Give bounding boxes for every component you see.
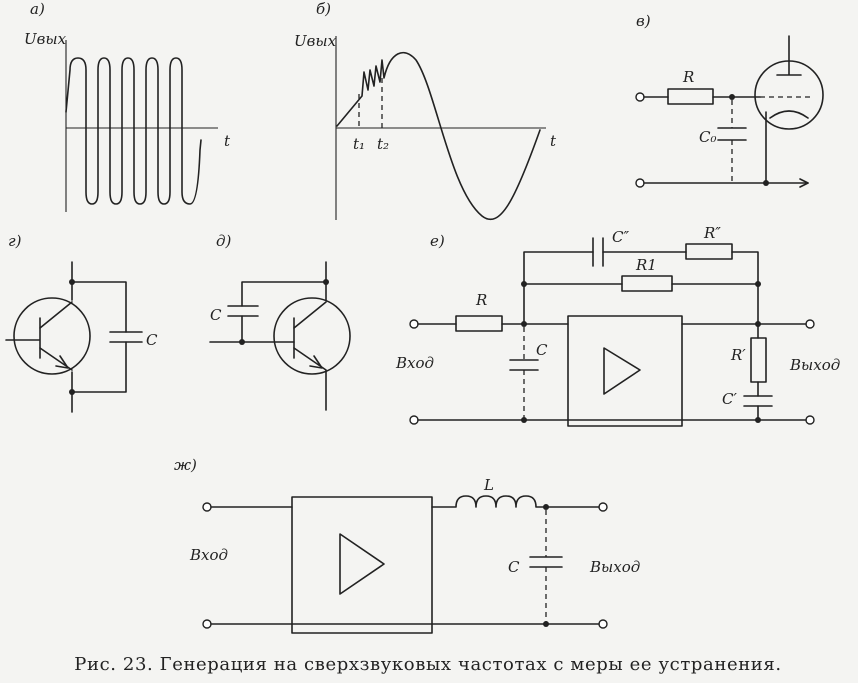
panel-a-x-axis-label: t [224, 132, 231, 150]
panel-e-r-out [750, 337, 767, 383]
panel-zh-output-ground-terminal [598, 619, 608, 629]
panel-b-t2-label: t₂ [377, 135, 389, 153]
panel-zh-ground-terminal [202, 619, 212, 629]
panel-b-t1-label: t₁ [353, 135, 365, 153]
panel-d-capacitor [227, 305, 259, 317]
panel-zh-input-terminal [202, 502, 212, 512]
panel-g-capacitor [109, 331, 143, 343]
panel-e-input-terminal [409, 319, 419, 329]
panel-d-transistor-leads [293, 301, 327, 411]
panel-g-transistor [13, 297, 91, 375]
panel-e-r-fb-label: R″ [703, 224, 721, 242]
panel-v-resistor [667, 88, 714, 105]
panel-e-amplifier-block [567, 315, 683, 427]
panel-zh-input-label: Вход [189, 546, 228, 564]
panel-v-capacitor-label: C₀ [699, 128, 717, 146]
panel-e-node-gnd [521, 417, 527, 423]
panel-d-capacitor-label: C [210, 306, 222, 324]
panel-zh-output-terminal [598, 502, 608, 512]
panel-a-letter: а) [30, 0, 45, 18]
panel-v-circuit: в) R C₀ [635, 12, 824, 188]
panel-e-c-fb-label: C″ [612, 228, 629, 246]
panel-v-ground-arrow [799, 178, 809, 188]
panel-g-circuit: г) C [5, 232, 158, 413]
panel-e-c-in [509, 359, 539, 371]
panel-d-node-base [239, 339, 245, 345]
panel-e-amplifier-triangle [603, 347, 641, 395]
panel-v-tube-anode [776, 35, 802, 76]
panel-e-output-terminal [805, 319, 815, 329]
panel-e-input-label: Вход [395, 354, 434, 372]
panel-e-c-out [743, 395, 773, 407]
panel-e-letter: е) [430, 232, 445, 250]
panel-zh-amplifier-triangle [339, 533, 385, 595]
panel-e-r1-path [523, 283, 759, 325]
panel-a-oscillation-curve [65, 57, 202, 205]
panel-e-c-in-label: C [536, 341, 548, 359]
panel-e-r-in-label: R [475, 291, 487, 309]
panel-v-letter: в) [636, 12, 651, 30]
figure-caption: Рис. 23. Генерация на сверхзвуковых част… [74, 654, 781, 675]
panel-e-r-in [455, 315, 503, 332]
panel-d-circuit: д) C [209, 232, 351, 411]
panel-e-r-out-label: R′ [730, 346, 746, 364]
panel-d-collector-wire [241, 261, 327, 307]
panel-v-resistor-label: R [682, 68, 694, 86]
panel-g-emitter-arrow [55, 355, 69, 369]
panel-v-ground-terminal [635, 178, 645, 188]
panel-g-node-top [69, 279, 75, 285]
panel-b-letter: б) [316, 0, 331, 18]
panel-zh-output-label: Выход [589, 558, 640, 576]
panel-zh-node-gnd [543, 621, 549, 627]
panel-d-letter: д) [216, 232, 232, 250]
panel-e-rc-path [523, 251, 759, 285]
panel-g-emitter-wire [71, 341, 127, 413]
panel-d-node-top [323, 279, 329, 285]
panel-e-r-fb [685, 243, 733, 260]
panel-zh-circuit: ж) Вход Выход L C [174, 456, 640, 634]
panel-g-collector-wire [71, 261, 127, 333]
panel-zh-letter: ж) [174, 456, 197, 474]
panel-zh-capacitor [529, 556, 563, 568]
panel-d-emitter-arrow [309, 355, 323, 369]
panel-e-output-ground-terminal [805, 415, 815, 425]
panel-v-input-terminal [635, 92, 645, 102]
panel-e-output-label: Выход [789, 356, 840, 374]
panel-g-capacitor-label: C [146, 331, 158, 349]
panel-b-y-axis-label: Uвых [294, 32, 337, 50]
panel-zh-inductor [431, 495, 600, 508]
panel-g-transistor-base [5, 317, 41, 359]
panel-b-x-axis-label: t [550, 132, 557, 150]
panel-e-c-out-label: C′ [722, 390, 737, 408]
panel-a-waveform: а) Uвых t [24, 0, 231, 212]
panel-b-waveform: б) Uвых t t₁ t₂ [294, 0, 557, 221]
panel-v-capacitor [717, 127, 747, 141]
panel-e-c-fb [592, 237, 604, 267]
panel-b-sine-curve [336, 51, 541, 221]
panel-e-circuit: е) Вход Выход R C R1 C″ R″ R′ C′ [395, 224, 840, 427]
panel-a-y-axis-label: Uвых [24, 30, 67, 48]
panel-zh-capacitor-label: C [508, 558, 520, 576]
panel-zh-amplifier-block [291, 496, 433, 634]
panel-g-node-bottom [69, 389, 75, 395]
panel-g-transistor-leads [39, 301, 73, 371]
panel-e-r1 [621, 275, 673, 292]
panel-zh-inductor-label: L [483, 476, 494, 494]
panel-v-tube-cathode [765, 110, 809, 184]
panel-d-base-wire [209, 315, 295, 343]
panel-zh-node-out [543, 504, 549, 510]
panel-e-node-gnd-out [755, 417, 761, 423]
panel-e-r1-label: R1 [635, 256, 657, 274]
panel-d-transistor [273, 297, 351, 375]
panel-e-ground-terminal [409, 415, 419, 425]
panel-v-node [729, 94, 735, 100]
panel-g-letter: г) [8, 232, 22, 250]
